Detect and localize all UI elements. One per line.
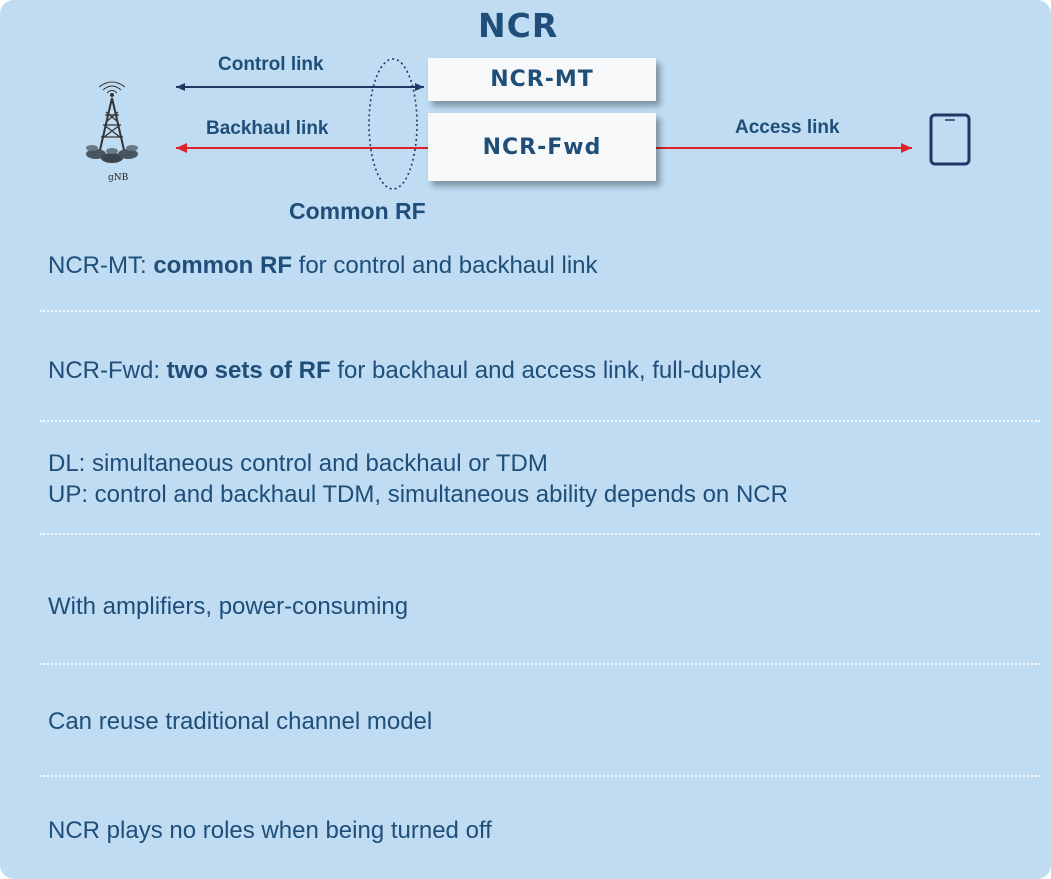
row-divider [40, 775, 1040, 777]
gnb-label: gNB [108, 173, 129, 183]
feature-row-mt: NCR-MT: common RF for control and backha… [48, 250, 598, 282]
row-fwd-bold: two sets of RF [166, 357, 331, 384]
diagram-title: NCR [478, 6, 559, 45]
feature-row-amplifiers: With amplifiers, power-consuming [48, 593, 409, 620]
row-divider [40, 533, 1040, 535]
control-link-label: Control link [218, 54, 324, 75]
feature-row-channel-model: Can reuse traditional channel model [48, 708, 433, 735]
backhaul-link-label: Backhaul link [206, 118, 329, 139]
common-rf-label: Common RF [289, 198, 426, 224]
row-divider [40, 310, 1040, 312]
ncr-mt-box: NCR-MT [428, 58, 656, 101]
common-rf-ellipse [368, 58, 418, 190]
ncr-diagram [86, 58, 971, 190]
feature-row-up: UP: control and backhaul TDM, simultaneo… [48, 481, 788, 508]
row-fwd-suffix: for backhaul and access link, full-duple… [330, 357, 762, 384]
ncr-fwd-box: NCR-Fwd [428, 113, 656, 181]
row-fwd-prefix: NCR-Fwd: [48, 357, 167, 384]
feature-row-turned-off: NCR plays no roles when being turned off [48, 817, 492, 844]
row-mt-suffix: for control and backhaul link [292, 252, 598, 279]
row-divider [40, 663, 1040, 665]
gnb-tower-icon [86, 81, 138, 163]
feature-row-dl: DL: simultaneous control and backhaul or… [48, 450, 548, 477]
access-link-label: Access link [735, 117, 840, 138]
feature-row-fwd: NCR-Fwd: two sets of RF for backhaul and… [48, 355, 762, 387]
row-mt-bold: common RF [153, 252, 292, 279]
row-mt-prefix: NCR-MT: [48, 252, 154, 279]
smartphone-icon [929, 113, 971, 166]
row-divider [40, 420, 1040, 422]
